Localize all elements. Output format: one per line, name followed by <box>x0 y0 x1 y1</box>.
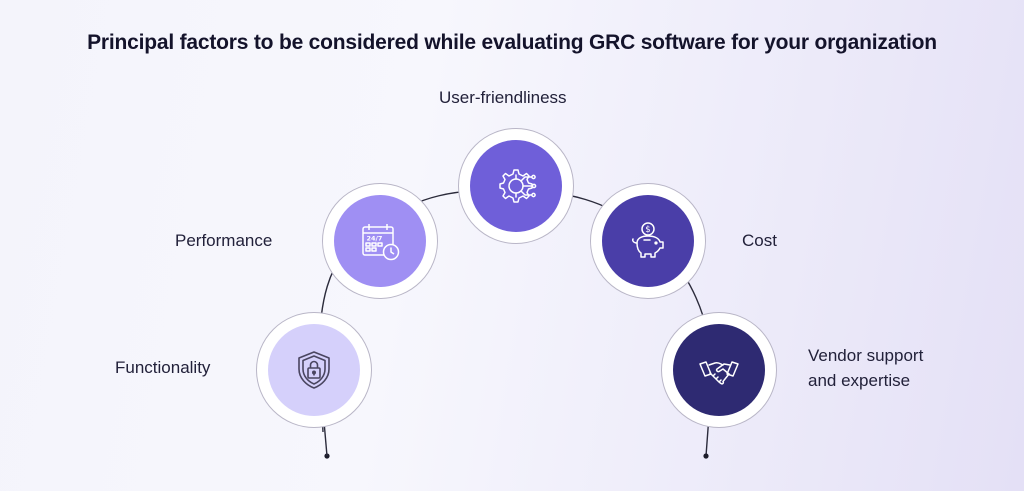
cost-label: Cost <box>742 231 777 250</box>
performance-node: 24/7 <box>322 183 438 299</box>
handshake-icon <box>699 361 739 385</box>
vendor-support-label-line2: and expertise <box>808 371 911 390</box>
cost-circle: $ <box>602 195 694 287</box>
vendor-support-circle <box>673 324 765 416</box>
functionality-node <box>256 312 372 428</box>
user-friendliness-circle <box>470 140 562 232</box>
piggy-bank-icon: $ <box>632 222 664 258</box>
gear-circuit-icon <box>499 169 537 203</box>
user-friendliness-label: User-friendliness <box>439 88 567 107</box>
arc-endpoint-right <box>703 453 709 459</box>
vendor-support-label-line1: Vendor support <box>808 346 924 365</box>
vendor-support-node <box>661 312 777 428</box>
vendor-support-label: Vendor support and expertise <box>808 343 923 393</box>
performance-circle: 24/7 <box>334 195 426 287</box>
user-friendliness-node <box>458 128 574 244</box>
cost-node: $ <box>590 183 706 299</box>
svg-text:$: $ <box>645 225 650 235</box>
functionality-label: Functionality <box>115 358 211 377</box>
calendar-24-7-icon: 24/7 <box>362 224 400 261</box>
page-title: Principal factors to be considered while… <box>87 31 937 54</box>
shield-lock-icon <box>298 351 330 389</box>
performance-label: Performance <box>175 231 273 250</box>
svg-text:24/7: 24/7 <box>367 235 383 243</box>
functionality-circle <box>268 324 360 416</box>
